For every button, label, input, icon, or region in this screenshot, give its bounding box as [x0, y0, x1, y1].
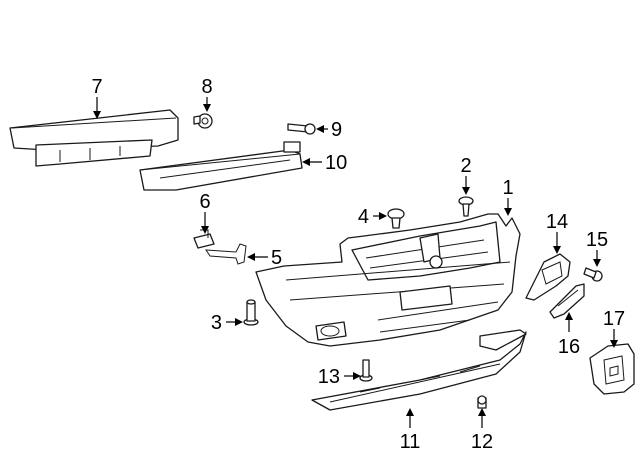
callout-16: 16: [558, 336, 580, 358]
part-12-screw[interactable]: [477, 395, 487, 409]
callout-6: 6: [199, 191, 210, 213]
part-14-bezel[interactable]: [525, 253, 571, 301]
callout-7: 7: [91, 76, 102, 98]
callout-14: 14: [546, 211, 568, 233]
part-9-bolt[interactable]: [287, 123, 316, 135]
part-6-bracket[interactable]: [193, 229, 215, 249]
part-11-air-dam[interactable]: [311, 329, 527, 411]
callout-9: 9: [331, 119, 342, 141]
part-5-bracket[interactable]: [205, 243, 247, 265]
part-17-cover[interactable]: [589, 343, 635, 395]
callout-15: 15: [586, 229, 608, 251]
part-16-bracket[interactable]: [549, 283, 585, 319]
part-1-bumper-cover[interactable]: [255, 213, 521, 347]
part-4-push-pin[interactable]: [387, 208, 405, 229]
callout-17: 17: [603, 308, 625, 330]
part-2-push-pin[interactable]: [458, 196, 474, 217]
part-7-reinforcement[interactable]: [9, 109, 179, 167]
callout-12: 12: [471, 431, 493, 453]
callout-11: 11: [400, 431, 421, 453]
part-13-bolt[interactable]: [359, 359, 373, 382]
leader-lines: [93, 97, 618, 428]
part-10-reinforcement-bar[interactable]: [139, 141, 303, 191]
callout-2: 2: [460, 155, 471, 177]
part-3-bolt[interactable]: [243, 299, 259, 326]
callout-4: 4: [358, 206, 369, 228]
callout-13: 13: [318, 366, 340, 388]
callout-labels: 7 8 9 10 2 4 1 6 5 3 14 15 16 17 13 11 1…: [91, 76, 625, 453]
callout-3: 3: [211, 312, 222, 334]
callout-5: 5: [271, 247, 282, 269]
part-8-bolt[interactable]: [193, 113, 213, 129]
callout-8: 8: [201, 76, 212, 98]
callout-10: 10: [325, 152, 347, 174]
part-15-screw[interactable]: [583, 267, 603, 282]
callout-1: 1: [502, 177, 513, 199]
